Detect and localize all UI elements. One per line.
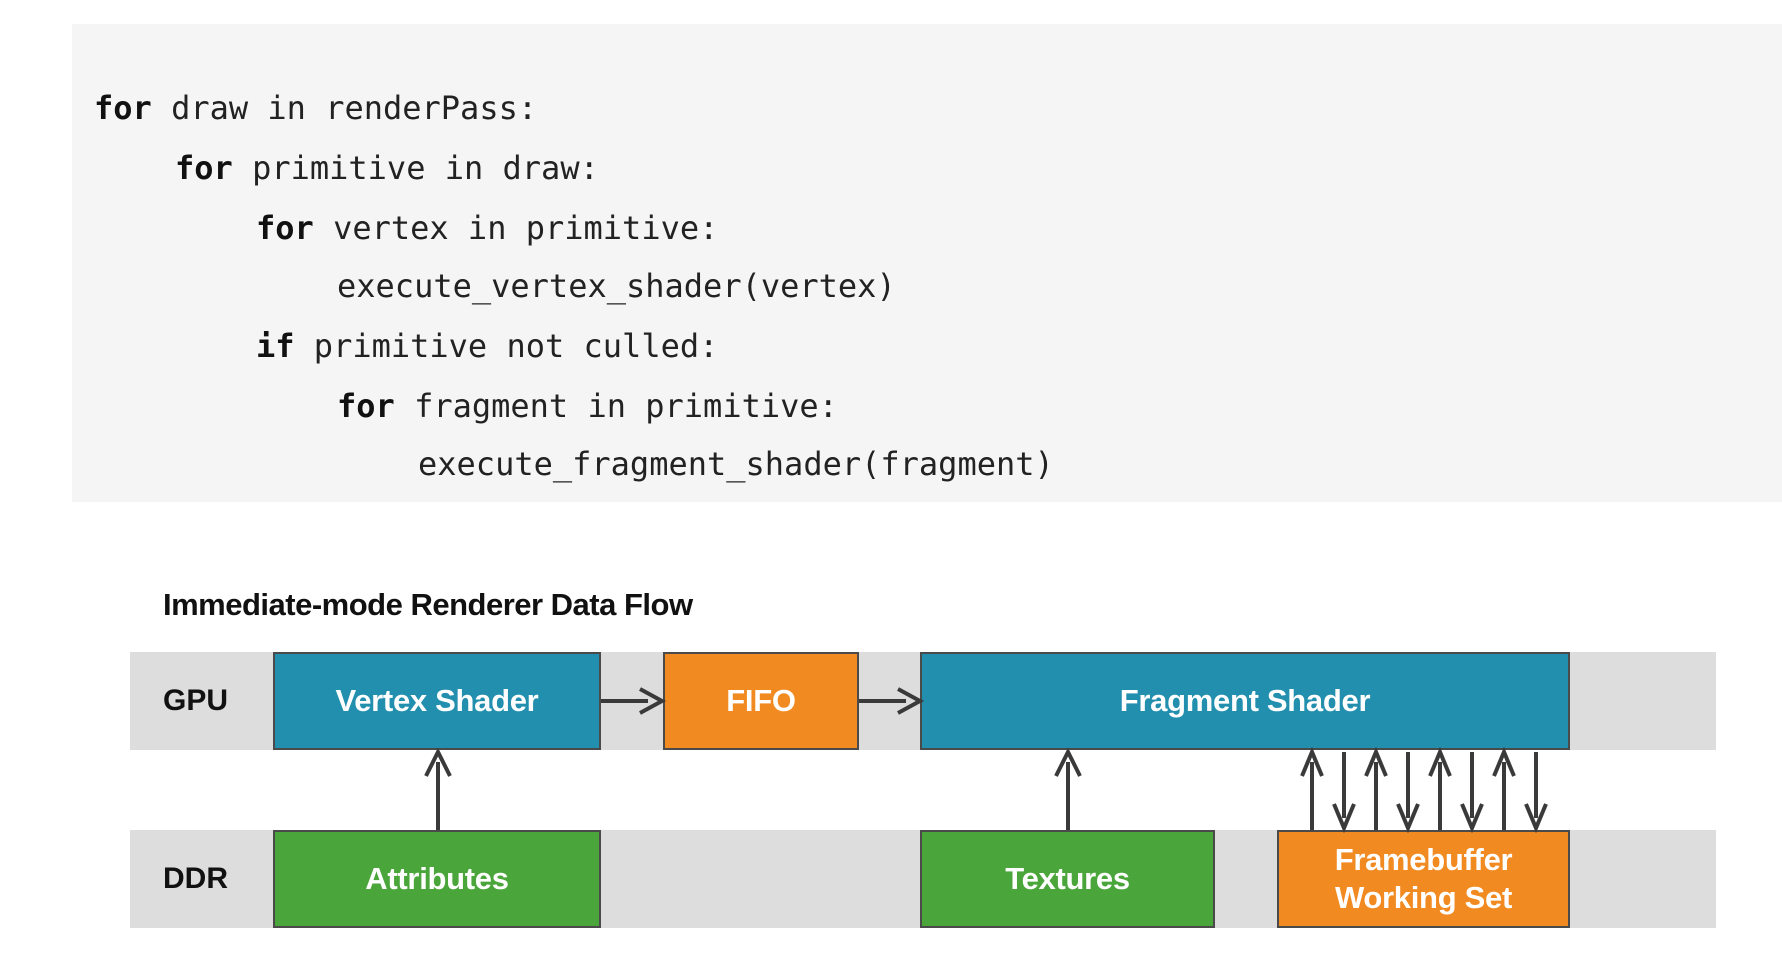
diagram-title: Immediate-mode Renderer Data Flow — [163, 587, 693, 622]
code-line-3: for vertex in primitive: — [256, 209, 719, 247]
arrow-textures-to-fragment — [1054, 747, 1082, 830]
vertex-shader-box: Vertex Shader — [273, 652, 601, 750]
code-block: for draw in renderPass: for primitive in… — [72, 24, 1782, 502]
vertex-shader-label: Vertex Shader — [335, 683, 539, 718]
code-line-6: for fragment in primitive: — [337, 387, 838, 425]
code-line-4: execute_vertex_shader(vertex) — [337, 267, 896, 305]
attributes-box: Attributes — [273, 830, 601, 928]
fragment-shader-label: Fragment Shader — [1119, 683, 1371, 718]
code-line-5: if primitive not culled: — [256, 327, 719, 365]
framebuffer-label-line2: Working Set — [1335, 880, 1512, 915]
ddr-lane-label: DDR — [163, 862, 228, 895]
framebuffer-label-line1: Framebuffer — [1334, 842, 1513, 877]
code-line-1: for draw in renderPass: — [94, 89, 538, 127]
textures-box: Textures — [920, 830, 1215, 928]
code-line-2: for primitive in draw: — [175, 149, 599, 187]
arrow-attributes-to-vertex — [424, 747, 452, 830]
textures-label: Textures — [1005, 861, 1130, 896]
fifo-label: FIFO — [726, 683, 796, 718]
arrows-framebuffer-exchange — [1300, 746, 1548, 834]
framebuffer-box: Framebuffer Working Set — [1277, 830, 1570, 928]
attributes-label: Attributes — [365, 861, 509, 896]
fifo-box: FIFO — [663, 652, 859, 750]
fragment-shader-box: Fragment Shader — [920, 652, 1570, 750]
gpu-lane-label: GPU — [163, 684, 229, 717]
code-line-7: execute_fragment_shader(fragment) — [418, 445, 1054, 483]
